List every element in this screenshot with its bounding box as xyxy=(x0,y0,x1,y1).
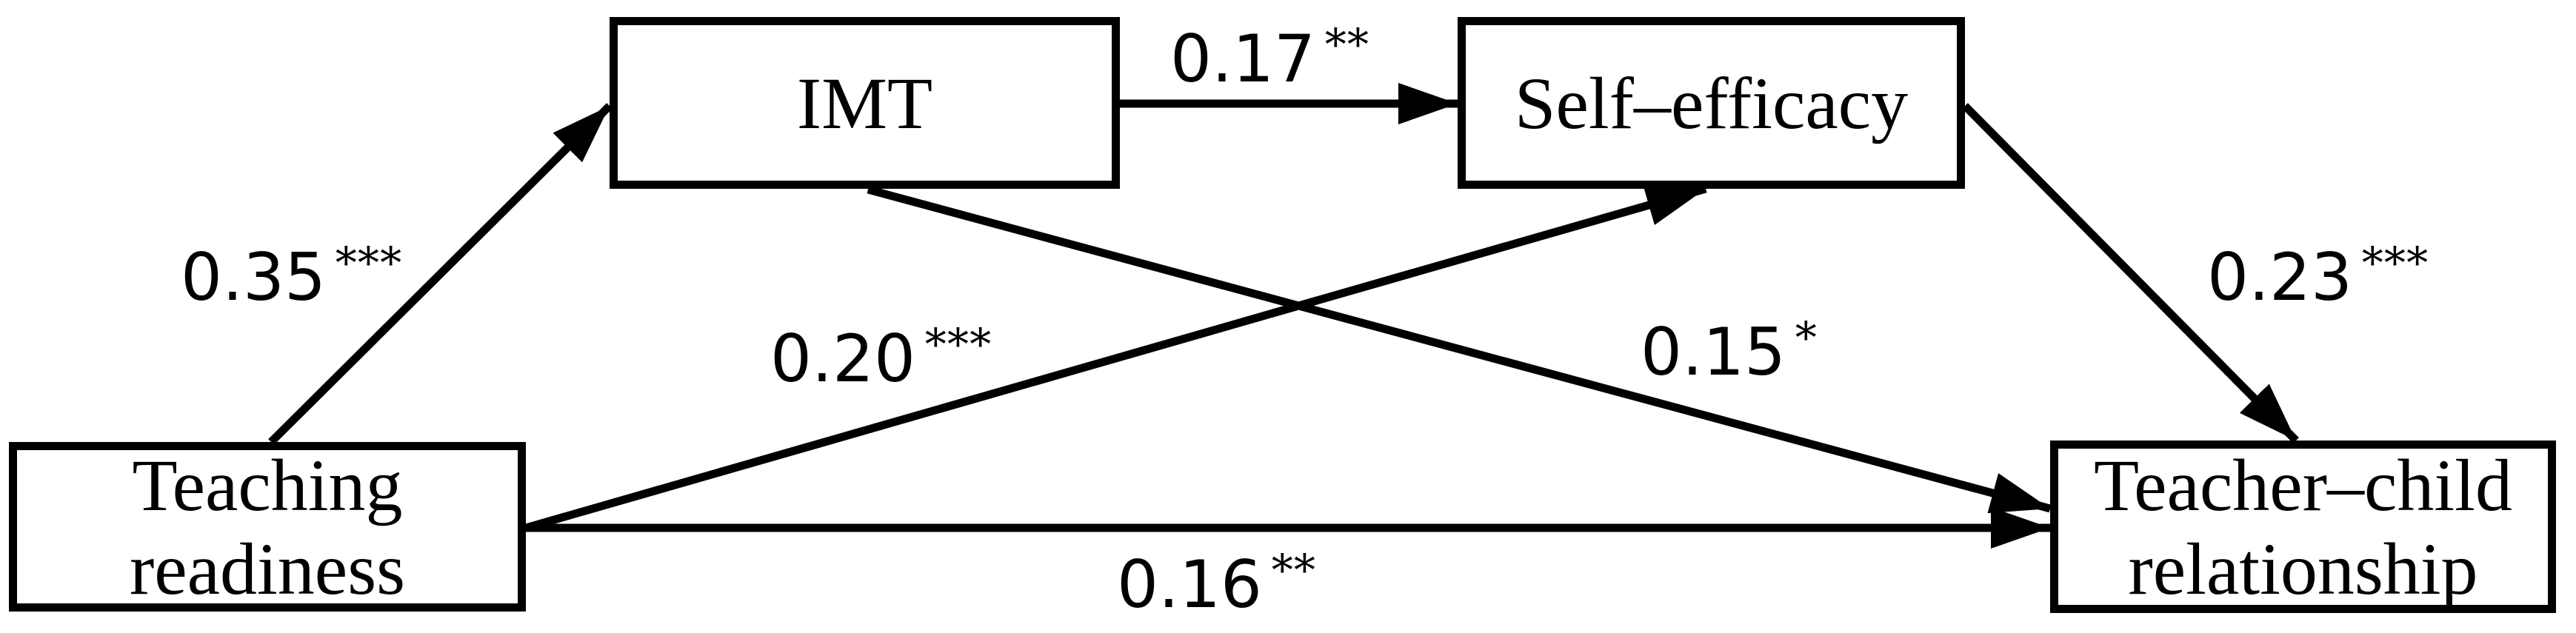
box-label-teaching-readiness: Teaching readiness xyxy=(129,443,406,610)
box-label-imt: IMT xyxy=(796,61,933,144)
coef-value: 0.16 xyxy=(1117,546,1262,623)
coef-significance: ** xyxy=(1271,544,1317,595)
coef-significance: *** xyxy=(2361,237,2429,288)
coef-label-teaching-readiness-to-imt: 0.35*** xyxy=(181,237,403,315)
coef-value: 0.35 xyxy=(181,239,326,315)
coef-significance: *** xyxy=(924,318,992,369)
coef-significance: * xyxy=(1795,312,1818,363)
coef-label-imt-to-self-efficacy: 0.17** xyxy=(1170,19,1370,97)
coef-significance: *** xyxy=(335,237,403,288)
coef-label-self-efficacy-to-teacher-child: 0.23*** xyxy=(2207,237,2429,315)
arrow-teaching-readiness-to-self-efficacy xyxy=(524,184,1707,532)
box-imt: IMT xyxy=(610,17,1120,189)
coef-value: 0.17 xyxy=(1170,21,1315,97)
box-label-self-efficacy: Self–efficacy xyxy=(1514,61,1909,144)
arrow-imt-to-teacher-child xyxy=(867,185,2052,514)
arrow-teaching-readiness-to-imt xyxy=(268,103,613,445)
arrow-self-efficacy-to-teacher-child xyxy=(1962,103,2299,443)
coef-value: 0.15 xyxy=(1641,314,1786,390)
box-self-efficacy: Self–efficacy xyxy=(1458,17,1965,189)
coef-value: 0.23 xyxy=(2207,239,2352,315)
coef-value: 0.20 xyxy=(770,321,915,397)
box-teacher-child: Teacher–child relationship xyxy=(2050,441,2556,613)
box-teaching-readiness: Teaching readiness xyxy=(9,442,526,612)
coef-label-teaching-readiness-to-self-efficacy: 0.20*** xyxy=(770,318,992,397)
coef-significance: ** xyxy=(1324,19,1370,70)
box-label-teacher-child: Teacher–child relationship xyxy=(2094,443,2512,610)
coef-label-teaching-readiness-to-teacher-child: 0.16** xyxy=(1117,544,1317,623)
coef-label-imt-to-teacher-child: 0.15* xyxy=(1641,312,1818,390)
